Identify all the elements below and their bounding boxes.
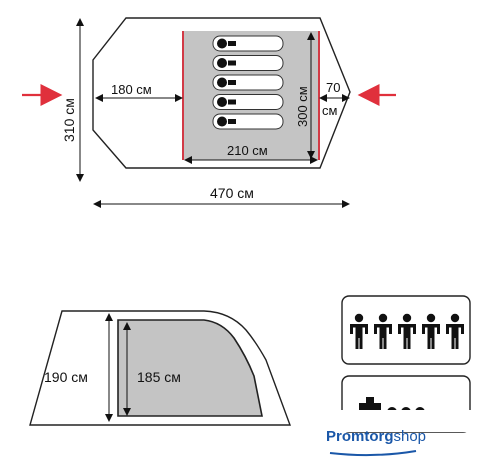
sleeping-places — [212, 35, 284, 130]
capacity-icon-box — [341, 295, 471, 365]
logo-suffix: shop — [393, 428, 427, 445]
person-icon — [398, 313, 416, 349]
width-label: 470 см — [210, 185, 254, 201]
logo-swoosh-icon — [329, 450, 417, 457]
sleeping-bag — [212, 94, 284, 110]
person-icon — [350, 313, 368, 349]
inner-width-label: 210 см — [227, 143, 268, 158]
vestibule-label: 180 см — [111, 82, 152, 97]
floor-plan: 180 см 300 см 210 см 70 см 310 см 470 см — [22, 17, 396, 208]
logo-main: Promtorg — [326, 428, 394, 445]
sleeping-bag — [212, 35, 284, 52]
rear-vestibule-unit: см — [322, 103, 338, 118]
person-icon — [422, 313, 440, 349]
person-icon — [374, 313, 392, 349]
second-icon-box — [330, 375, 480, 433]
inner-depth-label: 300 см — [295, 86, 310, 127]
side-view-door — [117, 319, 263, 417]
side-view: 190 см 185 см — [29, 310, 292, 426]
rear-vestibule-value: 70 — [326, 80, 340, 95]
sleeping-bag — [212, 55, 284, 71]
person-icon — [446, 313, 464, 349]
inner-height-label: 185 см — [137, 369, 181, 385]
promtorgshop-logo: Promtorgshop — [326, 428, 426, 445]
depth-label: 310 см — [61, 98, 77, 142]
five-persons-icon — [350, 313, 464, 349]
sleeping-bag — [212, 74, 284, 91]
sleeping-bag — [212, 113, 284, 130]
outer-height-label: 190 см — [44, 369, 88, 385]
